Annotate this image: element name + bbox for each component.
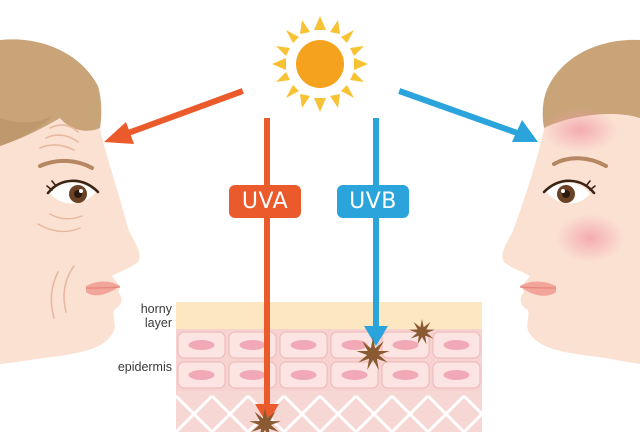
- damage-starburst-icon: [356, 337, 390, 370]
- left-eye-highlight: [79, 189, 83, 193]
- uva-ray-into-dermis: [255, 118, 279, 424]
- epidermis-label: epidermis: [117, 360, 172, 374]
- horny-layer-label: horny layer: [140, 302, 172, 330]
- right-lips: [520, 281, 556, 296]
- left-face-hair: [0, 39, 102, 147]
- right-face-hair: [542, 39, 640, 129]
- left-lips-line: [85, 286, 121, 289]
- right-eye-highlight: [561, 189, 565, 193]
- uva-arrow-to-aged-face: [104, 88, 244, 144]
- cell-nucleus: [188, 340, 215, 350]
- damage-starburst-icon: [249, 408, 281, 432]
- cell-nucleus: [392, 370, 419, 380]
- damage-starburst-icon: [409, 319, 435, 345]
- epidermis-layer: [176, 329, 482, 391]
- left-forehead-wrinkles: [39, 124, 79, 151]
- cell-nucleus: [443, 370, 470, 380]
- uva-label: UVA: [229, 185, 301, 218]
- left-face: [0, 39, 140, 364]
- cell-nucleus: [341, 370, 368, 380]
- left-face-hair-shade: [0, 116, 52, 146]
- right-face: [502, 39, 640, 364]
- damage-starburst-icons: [249, 319, 435, 432]
- uvb-label: UVB: [337, 185, 409, 218]
- uvb-ray-into-epidermis: [364, 118, 388, 346]
- left-undereye-wrinkles: [37, 213, 83, 233]
- right-forehead-redness: [542, 108, 618, 152]
- cell-nucleus: [392, 340, 419, 350]
- left-nasolabial-fold: [50, 265, 75, 319]
- sun-icon: [272, 16, 368, 112]
- right-eyebrow: [552, 156, 608, 168]
- cell-nucleus: [290, 340, 317, 350]
- cell-nucleus: [443, 340, 470, 350]
- left-eyebrow: [38, 159, 94, 170]
- right-eye-lashes: [585, 180, 596, 191]
- uvb-arrow-to-sunburned-face: [398, 88, 538, 142]
- cell-nucleus: [239, 370, 266, 380]
- left-eye-lashes: [46, 180, 57, 191]
- cell-nucleus: [290, 370, 317, 380]
- cell-nucleus: [188, 370, 215, 380]
- right-lips-line: [519, 286, 557, 289]
- epidermis-cells: [177, 331, 481, 389]
- right-cheek-redness: [556, 214, 624, 262]
- skin-cross-section: [176, 302, 482, 432]
- horny-layer: [176, 302, 482, 329]
- cell-nucleus: [341, 340, 368, 350]
- cell-nucleus: [239, 340, 266, 350]
